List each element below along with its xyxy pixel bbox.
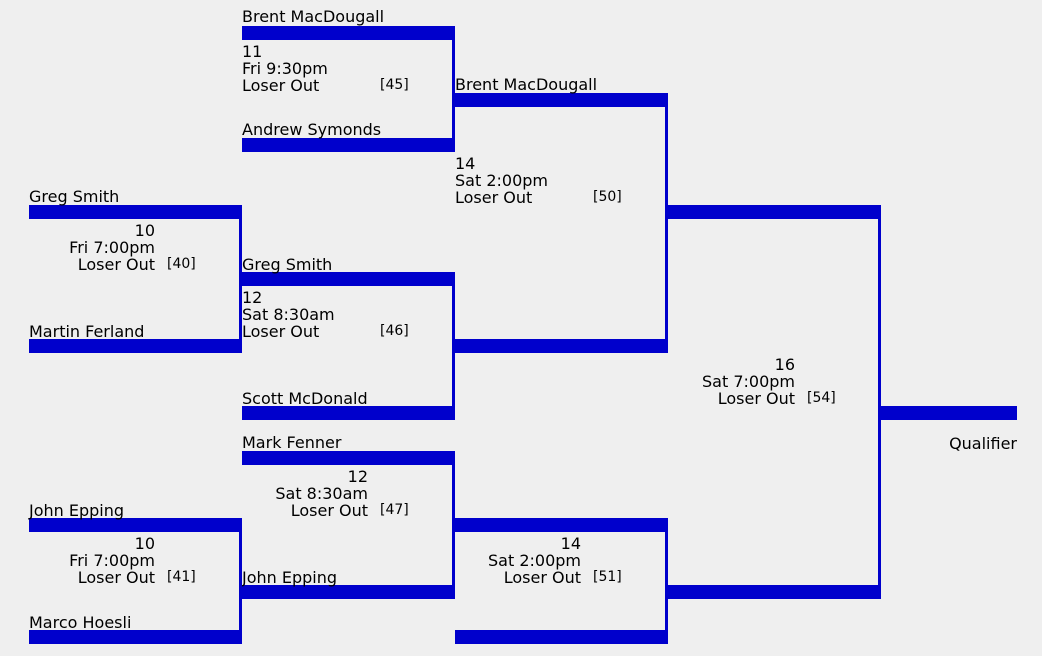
player-name[interactable]: Martin Ferland: [29, 322, 145, 341]
connector-m14b: [665, 518, 668, 644]
game-time: Fri 7:00pm: [69, 551, 155, 570]
connector-m16: [878, 205, 881, 599]
game-time: Sat 2:00pm: [455, 171, 548, 190]
slot-line-m16-bottom: [668, 585, 881, 599]
game-ref: [47]: [380, 502, 409, 518]
game-note: Loser Out: [290, 501, 368, 520]
connector-m10b: [239, 518, 242, 644]
game-number: 10: [134, 221, 155, 240]
game-ref: [50]: [593, 189, 622, 205]
player-name[interactable]: Greg Smith: [242, 255, 333, 274]
game-number: 12: [347, 467, 368, 486]
game-number: 10: [134, 534, 155, 553]
game-note: Loser Out: [77, 568, 155, 587]
game-note: Loser Out: [77, 255, 155, 274]
game-note: Loser Out: [242, 76, 320, 95]
game-note: Loser Out: [455, 188, 533, 207]
player-name[interactable]: Greg Smith: [29, 187, 120, 206]
slot-line-m14a-top: [455, 93, 668, 107]
game-time: Sat 8:30am: [275, 484, 368, 503]
slot-line-m12a-top: [242, 272, 455, 286]
slot-line-m12b-top: [242, 451, 455, 465]
game-note: Loser Out: [503, 568, 581, 587]
connector-m11: [452, 26, 455, 152]
player-name[interactable]: Brent MacDougall: [455, 75, 598, 94]
game-number: 11: [242, 42, 263, 61]
player-name[interactable]: John Epping: [242, 568, 338, 587]
slot-line-qualifier: [881, 406, 1017, 420]
game-ref: [51]: [593, 569, 622, 585]
game-note: Loser Out: [717, 389, 795, 408]
connector-m10a: [239, 205, 242, 353]
player-name[interactable]: Brent MacDougall: [242, 7, 385, 26]
game-time: Fri 9:30pm: [242, 59, 328, 78]
game-number: 14: [455, 154, 476, 173]
slot-line-m12a-bottom: [242, 406, 455, 420]
slot-line-m11-bottom: [242, 138, 455, 152]
slot-line-m16-top: [668, 205, 881, 219]
game-ref: [46]: [380, 323, 409, 339]
slot-line-m14b-bottom: [455, 630, 668, 644]
game-time: Sat 8:30am: [242, 305, 335, 324]
slot-line-m10a-top: [29, 205, 242, 219]
game-time: Sat 2:00pm: [488, 551, 581, 570]
slot-line-m10b-bottom: [29, 630, 242, 644]
game-number: 16: [774, 355, 795, 374]
slot-line-m14a-bottom: [455, 339, 668, 353]
game-ref: [45]: [380, 77, 409, 93]
qualifier-label: Qualifier: [949, 434, 1017, 453]
connector-m12b: [452, 451, 455, 599]
player-name[interactable]: Andrew Symonds: [242, 120, 382, 139]
player-name[interactable]: John Epping: [29, 501, 125, 520]
game-ref: [40]: [167, 256, 196, 272]
game-number: 14: [560, 534, 581, 553]
player-name[interactable]: Marco Hoesli: [29, 613, 132, 632]
slot-line-m14b-top: [455, 518, 668, 532]
slot-line-m11-top: [242, 26, 455, 40]
player-name[interactable]: Scott McDonald: [242, 389, 368, 408]
connector-m14a: [665, 93, 668, 353]
slot-line-m10b-top: [29, 518, 242, 532]
game-time: Fri 7:00pm: [69, 238, 155, 257]
game-ref: [41]: [167, 569, 196, 585]
slot-line-m12b-bottom: [242, 585, 455, 599]
player-name[interactable]: Mark Fenner: [242, 433, 342, 452]
slot-line-m10a-bottom: [29, 339, 242, 353]
connector-m12a: [452, 272, 455, 420]
game-time: Sat 7:00pm: [702, 372, 795, 391]
game-number: 12: [242, 288, 263, 307]
game-ref: [54]: [807, 390, 836, 406]
game-note: Loser Out: [242, 322, 320, 341]
